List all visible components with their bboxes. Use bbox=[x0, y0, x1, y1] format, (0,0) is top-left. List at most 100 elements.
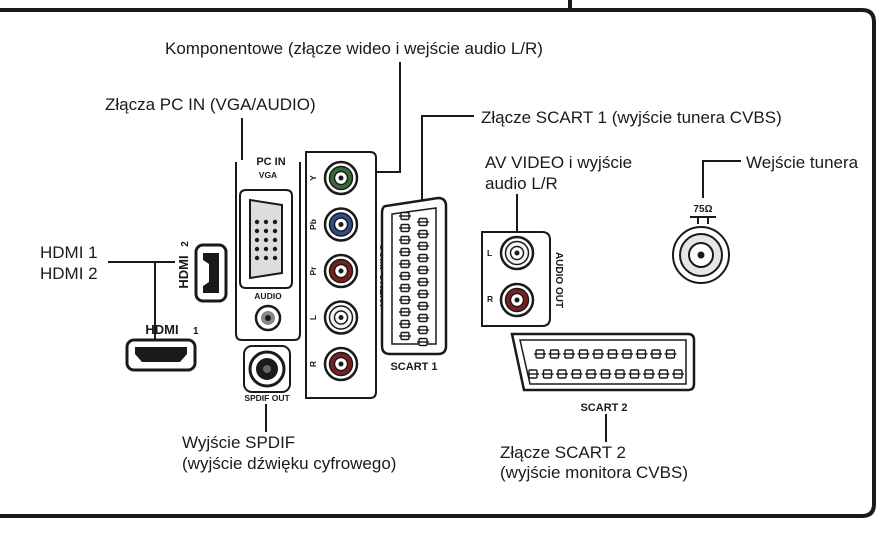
scart1-pin bbox=[399, 235, 411, 245]
callout-scart1: Złącze SCART 1 (wyjście tunera CVBS) bbox=[481, 108, 782, 127]
vga-pin bbox=[263, 228, 269, 234]
component-l-label: L bbox=[308, 315, 318, 320]
coax-symbol-icon bbox=[690, 216, 716, 224]
vga-pins bbox=[254, 219, 278, 261]
vga-pin bbox=[263, 219, 269, 225]
callout-pc-in: Złącza PC IN (VGA/AUDIO) bbox=[105, 95, 316, 114]
callout-component: Komponentowe (złącze wideo i wejście aud… bbox=[165, 39, 543, 58]
callout-hdmi1: HDMI 1 bbox=[40, 243, 98, 262]
scart1-pin bbox=[399, 331, 411, 341]
scart2-pin bbox=[650, 349, 662, 359]
scart2-pin bbox=[585, 369, 597, 379]
component-pb-label: Pb bbox=[308, 219, 318, 230]
scart2-pins[interactable] bbox=[527, 349, 684, 379]
scart1-pin bbox=[399, 283, 411, 293]
scart1-pin bbox=[417, 241, 429, 251]
scart1-pin bbox=[417, 253, 429, 263]
tuner-input-jack[interactable] bbox=[672, 226, 730, 284]
scart2-pin bbox=[628, 369, 641, 379]
scart1-pin bbox=[399, 211, 411, 221]
vga-pin bbox=[254, 219, 260, 225]
callout-av-video-line2: audio L/R bbox=[485, 174, 558, 193]
vga-pin bbox=[272, 255, 278, 261]
hdmi-section: HDMI 2 HDMI 1 bbox=[125, 241, 228, 372]
panel-frame bbox=[0, 0, 876, 518]
ohm-label: 75Ω bbox=[693, 204, 712, 215]
scart1-section: SCART 1 bbox=[380, 196, 448, 373]
av-audio-out-section: AUDIO OUT L R bbox=[481, 231, 564, 327]
pc-audio-label: AUDIO bbox=[254, 291, 282, 301]
scart2-pin bbox=[664, 349, 677, 359]
hdmi2-port[interactable] bbox=[194, 243, 228, 303]
vga-pin bbox=[254, 228, 260, 234]
scart2-pin bbox=[548, 349, 561, 359]
vga-pin bbox=[272, 228, 278, 234]
component-pr-label: Pr bbox=[308, 266, 318, 276]
vga-pin bbox=[263, 246, 269, 252]
scart1-pin bbox=[399, 307, 411, 317]
spdif-out-jack[interactable] bbox=[243, 345, 291, 393]
hdmi1-logo: HDMI bbox=[145, 322, 178, 337]
scart2-pin bbox=[570, 369, 583, 379]
hdmi2-logo: HDMI bbox=[176, 255, 191, 288]
callout-scart2-line1: Złącze SCART 2 bbox=[500, 443, 626, 462]
audio-out-l-jack[interactable] bbox=[499, 235, 535, 271]
component-r-jack[interactable] bbox=[323, 346, 359, 382]
scart2-section: SCART 2 bbox=[510, 332, 696, 414]
scart2-pin bbox=[643, 369, 655, 379]
scart2-pin bbox=[556, 369, 568, 379]
scart1-pins[interactable] bbox=[399, 211, 429, 347]
vga-pin bbox=[272, 237, 278, 243]
vga-pin bbox=[254, 246, 260, 252]
scart2-pin bbox=[621, 349, 633, 359]
hdmi1-port[interactable] bbox=[125, 338, 197, 372]
callout-spdif-line1: Wyjście SPDIF bbox=[182, 433, 295, 452]
scart1-pin bbox=[417, 301, 429, 311]
pc-audio-jack[interactable] bbox=[254, 304, 282, 332]
vga-pin bbox=[254, 237, 260, 243]
scart2-pin bbox=[541, 369, 554, 379]
callout-spdif-line2: (wyjście dźwięku cyfrowego) bbox=[182, 454, 396, 473]
scart2-pin bbox=[672, 369, 684, 379]
scart1-pin bbox=[417, 265, 429, 275]
scart1-pin bbox=[399, 271, 411, 281]
av-jacks bbox=[499, 235, 535, 318]
callout-scart2-line2: (wyjście monitora CVBS) bbox=[500, 463, 688, 482]
hdmi1-number: 1 bbox=[193, 326, 199, 337]
scart2-label: SCART 2 bbox=[580, 402, 627, 414]
callout-hdmi2: HDMI 2 bbox=[40, 264, 98, 283]
scart1-pin bbox=[417, 325, 429, 335]
scart2-pin bbox=[599, 369, 612, 379]
tuner-section: 75Ω bbox=[672, 204, 730, 284]
component-pb-jack[interactable] bbox=[323, 207, 359, 242]
component-y-jack[interactable] bbox=[323, 160, 359, 196]
pc-in-section: PC IN VGA AUDIO SPDIF OUT bbox=[235, 154, 301, 403]
scart1-pin bbox=[399, 319, 411, 329]
component-pr-jack[interactable] bbox=[323, 253, 359, 289]
scart1-pin bbox=[417, 289, 429, 299]
av-r-label: R bbox=[487, 294, 493, 304]
pc-in-label: PC IN bbox=[256, 156, 285, 168]
vga-pin bbox=[263, 237, 269, 243]
scart1-pin bbox=[399, 259, 411, 269]
scart1-pin bbox=[417, 313, 429, 323]
component-y-label: Y bbox=[308, 175, 318, 181]
scart1-label: SCART 1 bbox=[390, 361, 437, 373]
scart2-pin bbox=[614, 369, 626, 379]
av-l-label: L bbox=[487, 248, 492, 258]
audio-out-r-jack[interactable] bbox=[499, 282, 535, 318]
callout-av-video-line1: AV VIDEO i wyjście bbox=[485, 153, 632, 172]
scart2-pin bbox=[635, 349, 648, 359]
vga-port[interactable] bbox=[239, 189, 293, 289]
vga-pin bbox=[263, 255, 269, 261]
scart1-pin bbox=[417, 229, 429, 239]
scart1-pin bbox=[417, 217, 429, 227]
component-r-label: R bbox=[308, 361, 318, 367]
spdif-out-label: SPDIF OUT bbox=[244, 393, 290, 403]
callout-tuner: Wejście tunera bbox=[746, 153, 859, 172]
component-l-jack[interactable] bbox=[323, 300, 359, 335]
scart2-pin bbox=[657, 369, 670, 379]
